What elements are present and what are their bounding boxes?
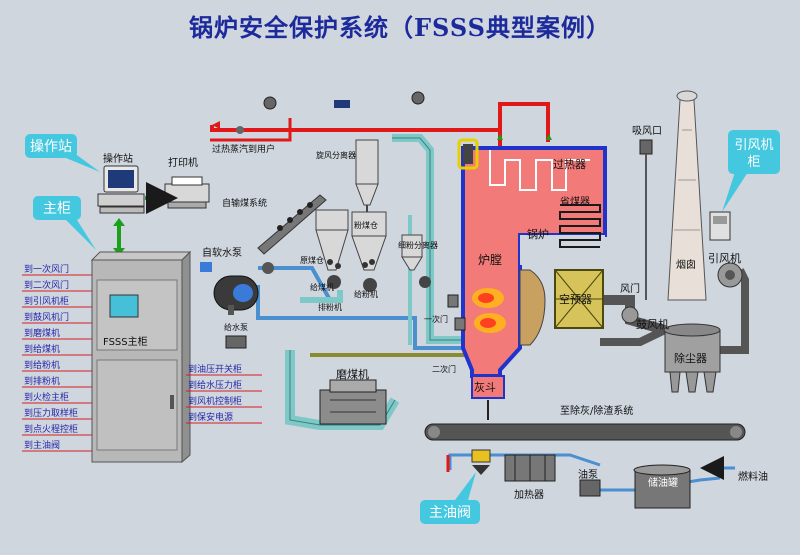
drum-indicator — [457, 138, 479, 170]
label-chimney: 烟囱 — [676, 258, 696, 271]
fsss-main-cabinet — [90, 250, 192, 464]
coal-pipes — [285, 134, 470, 430]
label-ash-removal: 至除灰/除渣系统 — [560, 404, 633, 417]
cabinet-link: 到主油阀 — [24, 439, 60, 451]
burner-flames — [472, 288, 506, 333]
label-economizer: 省煤器 — [560, 195, 590, 208]
cabinet-link: 到火检主柜 — [24, 391, 69, 403]
cabinet-link: 到鼓风机门 — [24, 311, 69, 323]
id-fan-cabinet-icon — [709, 211, 731, 241]
cabinet-link: 到引风机柜 — [24, 295, 69, 307]
hoppers — [315, 209, 423, 271]
superheater-coils — [489, 150, 590, 191]
cabinet-link: 到点火程控柜 — [24, 423, 78, 435]
water-pipes — [210, 118, 465, 350]
callout-main-cabinet-text: 主柜 — [43, 201, 71, 217]
cabinet-link: 到压力取样柜 — [24, 407, 78, 419]
water-tank — [213, 275, 259, 315]
label-powder-feeder: 给粉机 — [354, 289, 378, 299]
coal-mill — [319, 379, 387, 425]
control-link: 到油压开关柜 — [188, 363, 242, 375]
air-preheater — [554, 269, 604, 329]
cabinet-link: 到磨煤机 — [24, 327, 60, 339]
burners — [447, 294, 466, 331]
main-oil-valve-icon — [471, 449, 491, 475]
dust-collector — [663, 323, 721, 393]
callout-id-fan-cabinet-text: 引风机柜 — [734, 138, 773, 170]
page-title: 锅炉安全保护系统（FSSS典型案例） — [189, 13, 611, 42]
cabinet-link: 到一次风门 — [24, 263, 69, 275]
label-superheated-steam: 过热蒸汽到用户 — [212, 143, 275, 155]
label-pulverized-bunker: 粉煤仓 — [354, 220, 378, 230]
economizer-coils — [559, 204, 601, 248]
label-exhaust-fan: 排粉机 — [318, 302, 342, 312]
callout-main-oil-valve-text: 主油阀 — [429, 505, 471, 521]
label-auto-water-pump: 自软水泵 — [202, 246, 242, 259]
label-furnace: 炉膛 — [478, 253, 502, 267]
label-fuel-oil: 燃料油 — [738, 470, 768, 483]
label-blower: 鼓风机 — [636, 317, 669, 331]
label-coal-feeder: 给煤机 — [310, 282, 334, 292]
steam-pipe — [210, 102, 550, 150]
boiler-drum-flag — [497, 134, 552, 140]
label-feedwater-pump: 给水泵 — [224, 322, 248, 332]
blower — [621, 306, 639, 324]
label-boiler: 锅炉 — [527, 228, 549, 241]
suction-damper — [639, 139, 653, 300]
callout-id-fan-cabinet: 引风机柜 — [722, 130, 780, 212]
feeders — [327, 275, 431, 292]
cabinet-link: 到给煤机 — [24, 343, 60, 355]
chimney — [667, 90, 707, 301]
label-fine-separator: 细粉分离器 — [398, 240, 438, 250]
coal-conveyor — [257, 194, 327, 255]
cyclone-separator — [355, 139, 379, 215]
callout-main-oil-valve: 主油阀 — [420, 472, 480, 524]
callout-operator-station-text: 操作站 — [30, 139, 72, 155]
label-coal-bunker: 原煤仓 — [300, 255, 324, 265]
label-induced-fan: 引风机 — [708, 251, 741, 265]
oil-tank — [633, 464, 691, 509]
label-auto-coal-feed: 自输煤系统 — [222, 197, 267, 209]
label-suction-door: 吸风口 — [632, 125, 662, 137]
label-heater: 加热器 — [514, 488, 544, 501]
label-dust-collector: 除尘器 — [674, 351, 707, 365]
ash-conveyor — [424, 400, 746, 441]
control-link: 到保安电源 — [188, 411, 233, 423]
label-cyclone: 旋风分离器 — [316, 150, 356, 160]
cabinet-link: 到排粉机 — [24, 375, 60, 387]
cabinet-link: 到二次风门 — [24, 279, 69, 291]
cabinet-link: 到给粉机 — [24, 359, 60, 371]
duct-bend — [519, 269, 546, 346]
steam-valves — [236, 91, 425, 134]
callout-operator-station: 操作站 — [25, 134, 100, 172]
label-primary-air: 一次门 — [424, 314, 448, 324]
label-mill: 磨煤机 — [336, 367, 369, 381]
callout-main-cabinet: 主柜 — [33, 196, 96, 250]
label-oil-tank: 储油罐 — [648, 476, 678, 489]
label-air-door: 风门 — [620, 282, 640, 295]
operator-station — [97, 165, 145, 214]
label-fsss-cabinet: FSSS主柜 — [103, 335, 148, 348]
printer — [164, 176, 210, 209]
oil-heater — [504, 454, 556, 482]
induced-draft-fan — [717, 262, 743, 288]
label-oil-pump: 油泵 — [578, 468, 598, 481]
oil-pump — [579, 479, 601, 497]
label-superheater: 过热器 — [553, 158, 586, 171]
label-secondary-air: 二次门 — [432, 364, 456, 374]
label-printer: 打印机 — [168, 156, 198, 169]
pumps — [200, 262, 274, 349]
label-ash-hopper: 灰斗 — [474, 380, 496, 394]
link-arrow — [113, 218, 125, 256]
label-air-preheater: 空预器 — [559, 292, 592, 306]
control-link: 到给水压力柜 — [188, 379, 242, 391]
label-operator-station: 操作站 — [103, 152, 133, 165]
control-link: 到风机控制柜 — [188, 395, 242, 407]
